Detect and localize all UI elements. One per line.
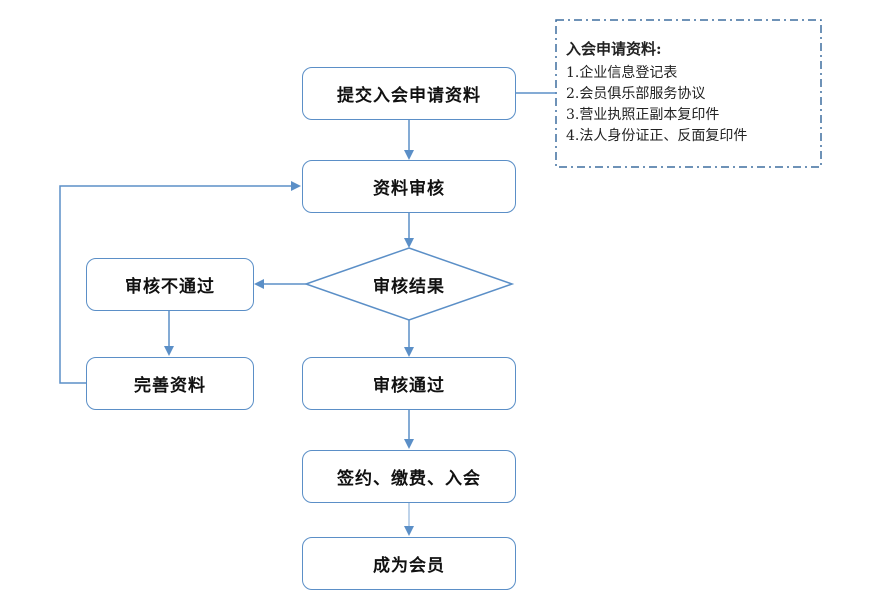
note-item: 2.会员俱乐部服务协议 bbox=[566, 86, 706, 102]
node-review-result: 审核结果 bbox=[373, 276, 445, 297]
node-become-member: 成为会员 bbox=[302, 537, 516, 590]
note-item: 4.法人身份证正、反面复印件 bbox=[566, 128, 748, 144]
note-item: 3.营业执照正副本复印件 bbox=[566, 107, 720, 123]
node-submit-application: 提交入会申请资料 bbox=[302, 67, 516, 120]
application-materials-note: 入会申请资料: 1.企业信息登记表 2.会员俱乐部服务协议 3.营业执照正副本复… bbox=[556, 20, 821, 167]
node-review-rejected: 审核不通过 bbox=[86, 258, 254, 311]
node-review-approved: 审核通过 bbox=[302, 357, 516, 410]
note-item: 1.企业信息登记表 bbox=[566, 65, 678, 81]
arrow-improve-to-review bbox=[59, 181, 301, 384]
note-title: 入会申请资料: bbox=[566, 40, 662, 58]
node-document-review: 资料审核 bbox=[302, 160, 516, 213]
node-improve-documents: 完善资料 bbox=[86, 357, 254, 410]
node-sign-pay-join: 签约、缴费、入会 bbox=[302, 450, 516, 503]
